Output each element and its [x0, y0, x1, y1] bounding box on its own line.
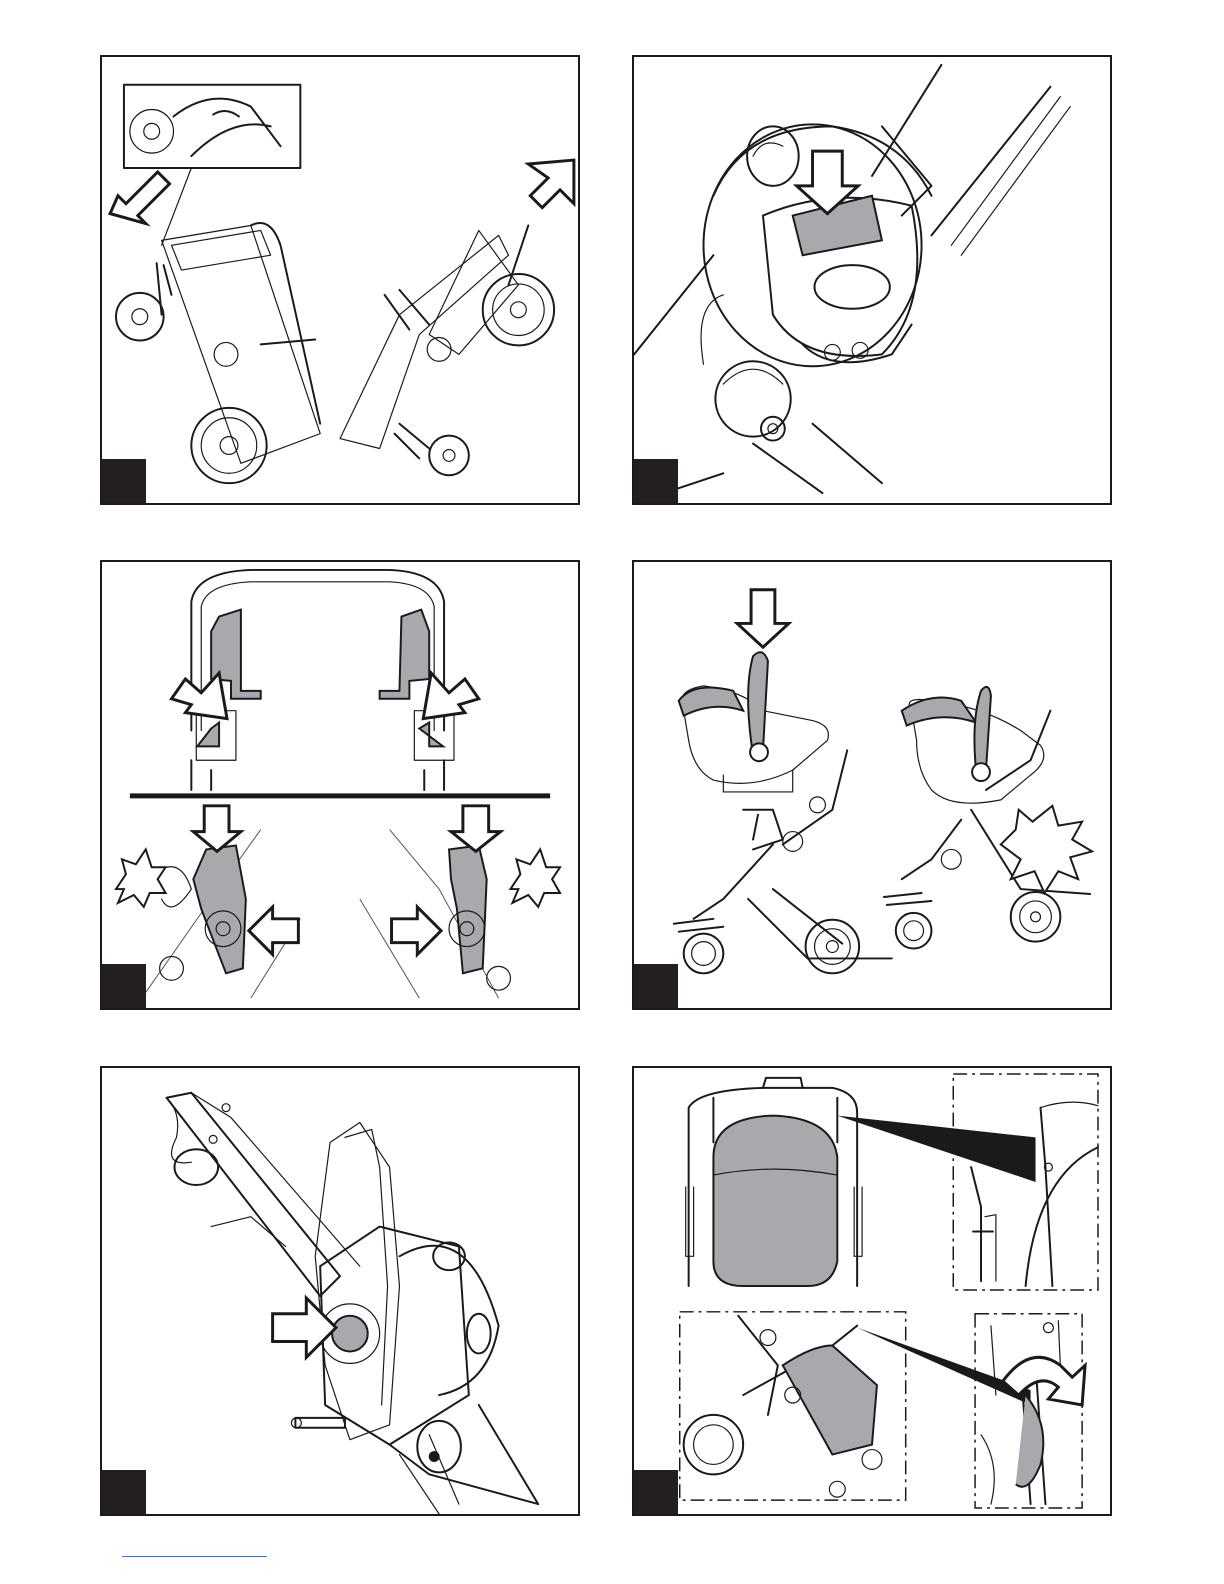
folded-stroller-illustration [102, 57, 578, 503]
inset-detail-box [124, 85, 300, 168]
illustration-panel-2 [632, 55, 1112, 505]
illustration-panel-6 [632, 1066, 1112, 1516]
lift-arrow-icon [528, 160, 574, 208]
zoom-callout-wedge [857, 1328, 1030, 1405]
adapter-left [193, 845, 246, 973]
car-seat-attach-illustration [634, 562, 1110, 1008]
step-number-badge [102, 459, 146, 503]
adapter-right [449, 845, 487, 973]
car-seat-handle [748, 652, 768, 755]
shopping-bag [713, 1116, 837, 1286]
click-burst-icon [116, 849, 166, 906]
adapter-release-illustration [102, 1068, 578, 1514]
accessory-attach-illustration [634, 1068, 1110, 1514]
illustration-panel-4 [632, 560, 1112, 1010]
step-number-badge [102, 1470, 146, 1514]
insert-arrow-icon [423, 673, 479, 719]
insert-arrow-icon [172, 673, 228, 719]
release-button [332, 1316, 368, 1352]
step-number-badge [634, 964, 678, 1008]
illustration-panel-5 [100, 1066, 580, 1516]
press-arrow-icon [451, 806, 501, 852]
lift-arrow-icon [110, 172, 169, 224]
footer-rule [122, 1556, 267, 1557]
footrest-panel [783, 1346, 877, 1455]
illustration-panel-3 [100, 560, 580, 1010]
click-burst-icon [510, 849, 560, 906]
zoom-callout-wedge [837, 1116, 1035, 1182]
hub-button-illustration [634, 57, 1110, 503]
step-number-badge [634, 1470, 678, 1514]
step-number-badge [634, 459, 678, 503]
step-number-badge [102, 964, 146, 1008]
press-arrow-icon [273, 1298, 336, 1357]
lower-arrow-icon [737, 590, 789, 647]
push-arrow-icon [392, 907, 442, 955]
push-arrow-icon [249, 907, 299, 955]
press-arrow-icon [193, 806, 241, 852]
illustration-panel-1 [100, 55, 580, 505]
adapter-mounting-illustration [102, 562, 578, 1008]
